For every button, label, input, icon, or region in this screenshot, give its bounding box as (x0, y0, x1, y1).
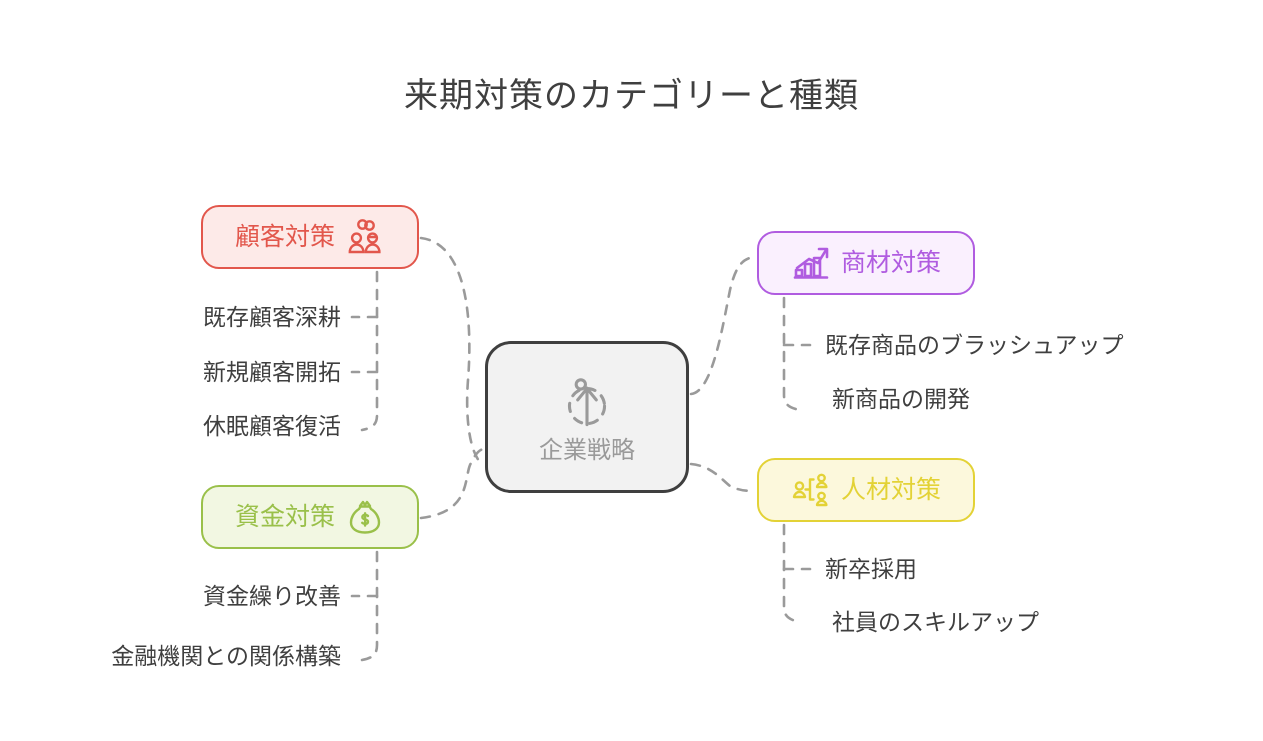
connector-center-to-product (689, 255, 757, 396)
connector-customer-to-center (419, 236, 485, 467)
category-label-funding: 資金対策 (234, 502, 335, 531)
center-node-corporate-strategy[interactable]: 企業戦略 (485, 341, 689, 493)
connector-funding-items (360, 550, 379, 662)
bar-chart-growth-icon (791, 243, 831, 283)
leaf-product-1: 新商品の開発 (832, 386, 970, 412)
connector-center-to-hr (689, 462, 757, 493)
org-chart-people-icon (791, 470, 831, 510)
leaf-customer-2: 休眠顧客復活 (203, 413, 341, 439)
category-pill-funding[interactable]: 資金対策 (201, 485, 419, 549)
people-group-icon (345, 217, 385, 257)
category-pill-product[interactable]: 商材対策 (757, 231, 975, 295)
connector-product-items (782, 296, 802, 412)
leaf-hr-1: 社員のスキルアップ (832, 609, 1039, 635)
category-label-product: 商材対策 (840, 248, 941, 277)
category-pill-hr[interactable]: 人材対策 (757, 458, 975, 522)
connector-funding-to-center (419, 447, 485, 520)
category-pill-customer[interactable]: 顧客対策 (201, 205, 419, 269)
category-label-hr: 人材対策 (840, 475, 941, 504)
page-title: 来期対策のカテゴリーと種類 (404, 77, 859, 115)
leaf-customer-0: 既存顧客深耕 (203, 304, 341, 330)
category-label-customer: 顧客対策 (234, 222, 335, 251)
target-arrow-icon (554, 371, 620, 437)
leaf-product-0: 既存商品のブラッシュアップ (825, 332, 1124, 358)
money-bag-icon (345, 497, 385, 537)
center-node-label: 企業戦略 (539, 437, 635, 464)
leaf-hr-0: 新卒採用 (825, 556, 917, 582)
connector-hr-items (782, 523, 802, 624)
leaf-funding-0: 資金繰り改善 (203, 583, 341, 609)
leaf-customer-1: 新規顧客開拓 (203, 359, 341, 385)
leaf-funding-1: 金融機関との関係構築 (111, 643, 341, 669)
connector-customer-items (360, 270, 379, 432)
